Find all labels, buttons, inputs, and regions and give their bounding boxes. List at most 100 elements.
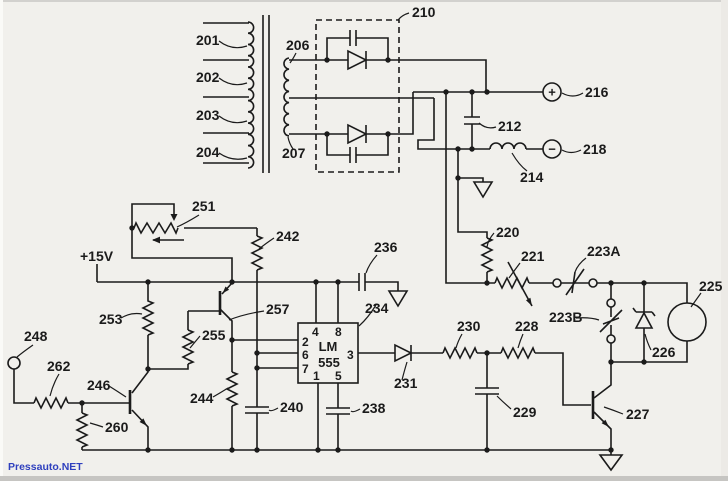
label-240: 240 [280,399,304,415]
primary-winding-coil [247,21,255,169]
resistor-242-icon [250,235,264,271]
label-244: 244 [190,390,214,406]
resistor-221-icon [494,276,530,290]
plus-sign: + [548,85,556,100]
top-diode-wires [327,59,487,92]
label-227: 227 [626,406,650,422]
label-246: 246 [87,377,111,393]
label-203: 203 [196,107,220,123]
resistor-220-icon [480,237,494,273]
dashed-box-210 [315,19,400,173]
resistor-228-wires [487,352,591,406]
ic-lm555-text: LM 555 4 8 2 6 7 3 1 5 [302,325,354,383]
resistor-220-feed [457,178,488,238]
label-212: 212 [498,118,522,134]
page-edge-left [0,0,3,481]
motor-225-icon [667,302,707,342]
label-251: 251 [192,198,216,214]
label-223B: 223B [549,309,582,325]
page-edge-top [0,0,728,2]
label-257: 257 [266,301,290,317]
resistor-255-icon [181,329,195,365]
watermark-text: Pressauto.NET [8,461,83,473]
label-221: 221 [521,248,545,264]
input-wire [13,369,82,404]
top-cap-loop [326,37,389,60]
switch-223a-blade-icon [565,268,585,296]
switch-223b-contact-bottom [606,334,616,344]
label-238: 238 [362,400,386,416]
ic-pin4-label: 4 [312,325,319,339]
switch-223a-contact-left [552,278,562,288]
label-253: 253 [99,311,123,327]
ground-icon [387,290,409,308]
transistor-246-emitter-arrow [139,418,147,426]
label-226: 226 [652,344,676,360]
transistor-246-collector [131,369,149,394]
capacitor-212-icon [464,92,480,149]
transistor-257-emitter-arrow [222,286,230,294]
label-201: 201 [196,32,220,48]
switch-223a-contact-right [588,278,598,288]
transistor-227-emitter-arrow [601,419,609,427]
rheostat-251-icon [133,221,179,235]
input-terminal-248 [7,356,21,370]
ic-pin7-label: 7 [302,362,309,376]
label-230: 230 [457,318,481,334]
switch-223b-contact-top [606,298,616,308]
junction-dots [79,57,647,453]
label-260: 260 [105,419,129,435]
label-220: 220 [496,224,520,240]
resistor-262-icon [33,396,69,410]
label-206: 206 [286,37,310,53]
label-218: 218 [583,141,607,157]
leader-lines [16,12,702,428]
dc-output-section: + − [413,82,562,284]
ic-name-line2: 555 [318,355,340,370]
capacitor-bottom-icon [349,147,357,163]
ic-pin2-label: 2 [302,335,309,349]
label-216: 216 [585,84,609,100]
label-supply-15v: +15V [80,248,114,264]
ic-pin8-label: 8 [335,325,342,339]
label-228: 228 [515,318,539,334]
center-tap-return [417,98,490,150]
adjust-arrow-head [152,236,160,244]
label-255: 255 [202,327,226,343]
control-load-row [487,261,707,363]
label-214: 214 [520,169,544,185]
primary-tap-wires [203,22,249,164]
rheostat-251-wiper-arrow [170,214,178,221]
label-242: 242 [276,228,300,244]
diode-bottom-icon [347,123,368,145]
secondary-tap-wires [289,59,434,135]
transistor-246-emitter [131,409,149,450]
label-262: 262 [47,358,71,374]
plus-rail-drop-wire [445,92,487,284]
minus-sign: − [548,142,556,157]
pin4-pin8-risers [315,282,339,323]
switch-223b-blade-icon [599,309,623,333]
page-edge-right [721,0,728,481]
ic-name-line1: LM [319,339,338,354]
capacitor-229-icon [475,353,499,450]
transistor-227-emitter [593,411,612,450]
resistor-253-icon [141,282,155,369]
transistor-257-collector [219,308,233,340]
label-207: 207 [282,145,306,161]
diode-top-icon [347,49,368,71]
pin6-pin7-wires [257,352,298,369]
label-248: 248 [24,328,48,344]
label-234: 234 [365,300,389,316]
terminal-218-negative [542,139,562,159]
label-229: 229 [513,404,537,420]
ic-pin6-label: 6 [302,348,309,362]
label-225: 225 [699,278,723,294]
timer-555-section [232,228,624,472]
transformer-core [262,15,270,173]
supply-rail [97,281,399,291]
bottom-diode-wires [327,92,414,135]
ground-icon [598,454,624,472]
ground-branch-wire [457,149,484,182]
